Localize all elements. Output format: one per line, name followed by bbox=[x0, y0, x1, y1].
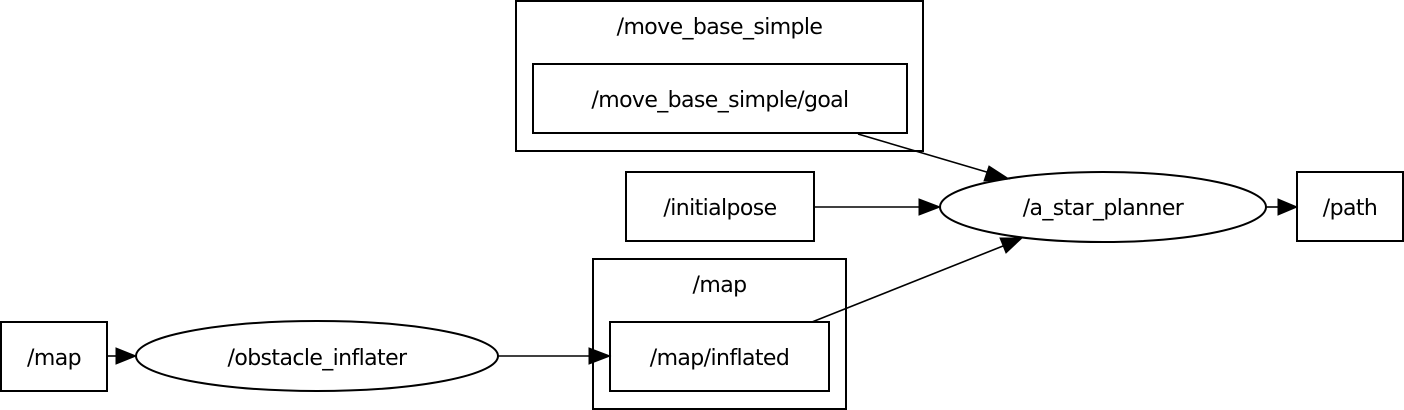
node-a-star-planner-label: /a_star_planner bbox=[1023, 196, 1185, 221]
topic-path[interactable]: /path bbox=[1296, 171, 1404, 242]
topic-map-label: /map bbox=[27, 346, 81, 371]
node-obstacle-inflater[interactable]: /obstacle_inflater bbox=[135, 320, 499, 392]
topic-move-base-simple-goal[interactable]: /move_base_simple/goal bbox=[532, 63, 908, 134]
edge-goal-to-planner bbox=[857, 133, 1011, 182]
cluster-move-base-simple: /move_base_simple bbox=[515, 0, 924, 152]
topic-initialpose[interactable]: /initialpose bbox=[625, 171, 815, 242]
edge-inflated-to-planner bbox=[811, 237, 1024, 323]
node-obstacle-inflater-label: /obstacle_inflater bbox=[228, 346, 409, 371]
node-a-star-planner[interactable]: /a_star_planner bbox=[939, 171, 1267, 243]
edge-planner-to-path bbox=[1266, 198, 1299, 216]
topic-map[interactable]: /map bbox=[0, 321, 108, 392]
cluster-map: /map bbox=[592, 258, 847, 410]
cluster-move-base-simple-label: /move_base_simple bbox=[617, 15, 823, 40]
topic-initialpose-label: /initialpose bbox=[663, 196, 776, 221]
topic-map-inflated[interactable]: /map/inflated bbox=[609, 321, 830, 392]
topic-path-label: /path bbox=[1323, 196, 1377, 221]
topic-move-base-simple-goal-label: /move_base_simple/goal bbox=[591, 88, 848, 113]
cluster-map-label: /map bbox=[693, 273, 747, 298]
topic-map-inflated-label: /map/inflated bbox=[650, 346, 789, 371]
edge-initialpose-to-planner bbox=[814, 198, 942, 216]
edge-map-to-inflater bbox=[107, 347, 138, 365]
edge-inflater-to-inflated bbox=[498, 347, 612, 365]
